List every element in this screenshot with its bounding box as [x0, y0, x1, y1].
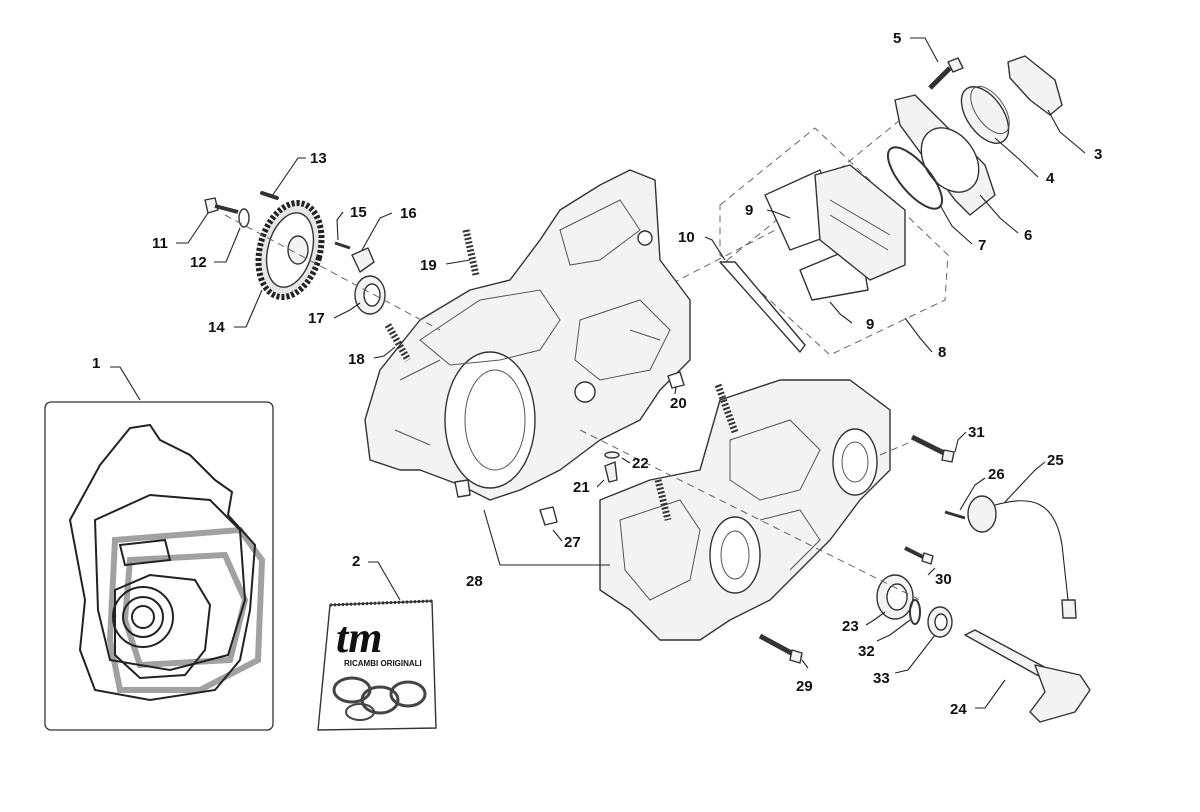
axis-dash-5 — [879, 439, 916, 456]
reed-block[interactable] — [814, 164, 906, 281]
axis-dash-4 — [579, 429, 921, 601]
callout-24: 24 — [950, 701, 967, 718]
screw-part-15[interactable] — [334, 241, 351, 250]
callout-10: 10 — [678, 229, 695, 246]
bolt-part-30[interactable] — [904, 546, 934, 565]
callout-3: 3 — [1094, 146, 1102, 163]
bolt-part-5[interactable] — [928, 57, 964, 90]
callout-23: 23 — [842, 618, 859, 635]
callout-11: 11 — [152, 235, 168, 252]
shaft-part-24[interactable] — [964, 629, 1091, 723]
intake-rubber-part-4[interactable] — [952, 78, 1018, 151]
sensor-part-25[interactable] — [967, 495, 1077, 619]
bearing-part-17[interactable] — [354, 275, 386, 315]
packet-caption: RICAMBI ORIGINALI — [344, 659, 422, 668]
callout-15: 15 — [350, 204, 367, 221]
callout-28: 28 — [466, 573, 483, 590]
circlip-part-32[interactable] — [909, 599, 921, 625]
callout-12: 12 — [190, 254, 207, 271]
callout-9-top: 9 — [745, 202, 753, 219]
gasket-kit-part-1[interactable] — [44, 401, 274, 731]
plug-part-22[interactable] — [604, 451, 620, 459]
screw-part-26[interactable] — [944, 510, 966, 520]
callout-33: 33 — [873, 670, 890, 687]
packet-brand-logo: tm — [336, 613, 382, 662]
callout-20: 20 — [670, 395, 687, 412]
callout-29: 29 — [796, 678, 813, 695]
callout-32: 32 — [858, 643, 875, 660]
stud-part-18[interactable] — [384, 323, 412, 362]
stud-part-19[interactable] — [462, 229, 480, 276]
spares-packet-part-2[interactable]: tm RICAMBI ORIGINALI — [317, 599, 437, 731]
clamp-part-3[interactable] — [1007, 55, 1063, 116]
right-crankcase-half-part-28[interactable] — [599, 379, 891, 641]
callout-13: 13 — [310, 150, 327, 167]
callout-22: 22 — [632, 455, 649, 472]
seal-part-33[interactable] — [927, 606, 953, 638]
axis-dash-3 — [224, 214, 441, 331]
bearing-part-23[interactable] — [876, 574, 914, 620]
callout-27: 27 — [564, 534, 581, 551]
callout-2: 2 — [352, 553, 360, 570]
callout-30: 30 — [935, 571, 952, 588]
bolt-part-31[interactable] — [910, 434, 955, 463]
callout-25: 25 — [1047, 452, 1064, 469]
callout-17: 17 — [308, 310, 325, 327]
callout-labels: 1 2 3 4 5 6 7 8 9 9 10 11 12 13 14 15 16… — [92, 30, 1102, 718]
callout-9-bottom: 9 — [866, 316, 874, 333]
intake-manifold-part-6[interactable] — [894, 94, 996, 216]
o-ring-part-7[interactable] — [879, 139, 951, 217]
callout-21: 21 — [573, 479, 590, 496]
callout-1: 1 — [92, 355, 100, 372]
bolt-part-11[interactable] — [204, 197, 239, 214]
callout-14: 14 — [208, 319, 225, 336]
stud-right-top — [714, 383, 739, 434]
callout-7: 7 — [978, 237, 986, 254]
reed-group-outline — [719, 127, 949, 356]
dowel-part-27[interactable] — [539, 506, 558, 526]
dowel-part-20[interactable] — [667, 371, 685, 389]
washer-part-12[interactable] — [238, 208, 250, 228]
callout-6: 6 — [1024, 227, 1032, 244]
callout-5: 5 — [893, 30, 901, 47]
left-crankcase-half-part-28[interactable] — [364, 169, 691, 501]
callout-19: 19 — [420, 257, 437, 274]
callout-4: 4 — [1046, 170, 1055, 187]
pin-part-13[interactable] — [260, 191, 279, 200]
screw-part-21[interactable] — [604, 461, 618, 483]
callout-18: 18 — [348, 351, 365, 368]
callout-26: 26 — [988, 466, 1005, 483]
stud-right — [654, 479, 672, 521]
callout-31: 31 — [968, 424, 985, 441]
leader-lines — [110, 37, 1086, 709]
retainer-part-16[interactable] — [351, 247, 375, 273]
callout-8: 8 — [938, 344, 946, 361]
reed-gasket-part-10[interactable] — [719, 261, 806, 353]
dowel-small — [454, 479, 471, 498]
bolt-part-29[interactable] — [758, 633, 803, 664]
callout-16: 16 — [400, 205, 417, 222]
